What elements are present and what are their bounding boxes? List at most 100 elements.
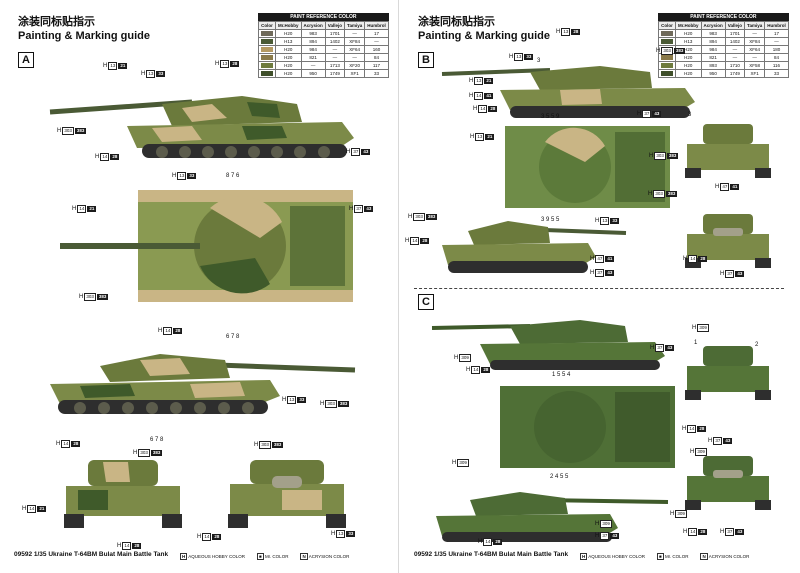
paint-code-cell: XF84 (344, 37, 366, 46)
paint-code-cell: — (300, 61, 326, 70)
decal-number-row: 2 4 5 5 (550, 474, 569, 480)
paint-code-cell: XF64 (744, 45, 766, 54)
paint-swatch (258, 61, 276, 70)
paint-swatch (258, 37, 276, 46)
road-wheels (156, 146, 330, 158)
color-swatch (261, 31, 273, 37)
section-divider (414, 288, 784, 289)
paint-reference-table: PAINT REFERENCE COLOR Color Mr.Hobby Acr… (658, 13, 789, 78)
tank-b-front-view (685, 214, 771, 268)
paint-table-caption: PAINT REFERENCE COLOR (658, 13, 789, 21)
paint-code-cell: 1749 (324, 69, 346, 78)
track (510, 106, 690, 118)
paint-code-cell: — (324, 45, 346, 54)
paint-code-cell: — (724, 53, 746, 62)
paint-code-cell: — (344, 53, 366, 62)
tank-c-front-view (685, 456, 771, 510)
paint-code-cell: 950 (700, 69, 726, 78)
paint-code-cell: H13 (275, 37, 302, 46)
paint-code-cell: 1402 (724, 37, 746, 46)
paint-swatch (658, 37, 676, 46)
paint-table-caption: PAINT REFERENCE COLOR (258, 13, 389, 21)
paint-code-cell: 17 (364, 29, 389, 38)
paint-code-cell: 17 (764, 29, 789, 38)
paint-code-cell: 1701 (324, 29, 346, 38)
tank-b-side-view-right (442, 221, 627, 273)
paint-code-cell: 893 (700, 61, 726, 70)
paint-swatch (658, 29, 676, 38)
paint-swatch (258, 53, 276, 62)
tank-a-top-view (60, 190, 353, 302)
paint-code-cell: XF84 (744, 37, 766, 46)
paint-code-cell: 984 (300, 45, 326, 54)
tank-a-rear-view (228, 460, 346, 528)
paint-reference-table: PAINT REFERENCE COLOR Color Mr.Hobby Acr… (258, 13, 389, 78)
page-title-cn: 涂装同标贴指示 (18, 15, 95, 28)
paint-code-cell: 33 (364, 69, 389, 78)
paint-code-cell: 1402 (324, 37, 346, 46)
col-header: Vallejo (324, 21, 346, 30)
decal-number-row: 3 (537, 58, 541, 64)
paint-code-cell: 1701 (724, 29, 746, 38)
paint-code-cell: — (764, 37, 789, 46)
color-swatch (261, 63, 273, 69)
paint-code-cell: H20 (275, 45, 302, 54)
tank-b-top-view (505, 126, 670, 208)
paint-swatch (258, 45, 276, 54)
col-header: Color (258, 21, 276, 30)
col-header: Tamiya (344, 21, 366, 30)
paint-code-cell: — (344, 29, 366, 38)
paint-code-cell: XF20 (344, 61, 366, 70)
paint-code-cell: — (744, 53, 766, 62)
paint-code-cell: 1710 (724, 61, 746, 70)
page-left: 涂装同标贴指示 Painting & Marking guide A PAINT… (14, 13, 389, 560)
paint-code-cell: 894 (700, 37, 726, 46)
tank-c-top-view (500, 386, 675, 468)
page-title-cn: 涂装同标贴指示 (418, 15, 495, 28)
decal-number-row: 1 5 5 4 (552, 372, 571, 378)
footer-title: 09592 1/35 Ukraine T-64BM Bulat Main Bat… (414, 551, 569, 558)
tank-c-side-view-right (436, 492, 669, 542)
decal-number-row: 1 (694, 340, 698, 346)
paint-table-header: Color Mr.Hobby Acrysion Vallejo Tamiya H… (258, 21, 389, 30)
decal-number-row: 8 7 6 (226, 173, 240, 179)
paint-code-cell: 1713 (324, 61, 346, 70)
turret-rear (250, 460, 324, 484)
decal-number-row: 3 5 5 9 (541, 114, 560, 120)
paint-code-cell: — (364, 37, 389, 46)
paint-code-cell: H20 (275, 69, 302, 78)
col-header: Mr.Hobby (275, 21, 302, 30)
col-header: Vallejo (724, 21, 746, 30)
paint-code-cell: 84 (364, 53, 389, 62)
paint-code-cell: 984 (700, 45, 726, 54)
color-swatch (261, 71, 273, 77)
section-label-b: B (418, 52, 434, 68)
col-header: Acrysion (300, 21, 326, 30)
tank-b-side-view (441, 66, 695, 118)
